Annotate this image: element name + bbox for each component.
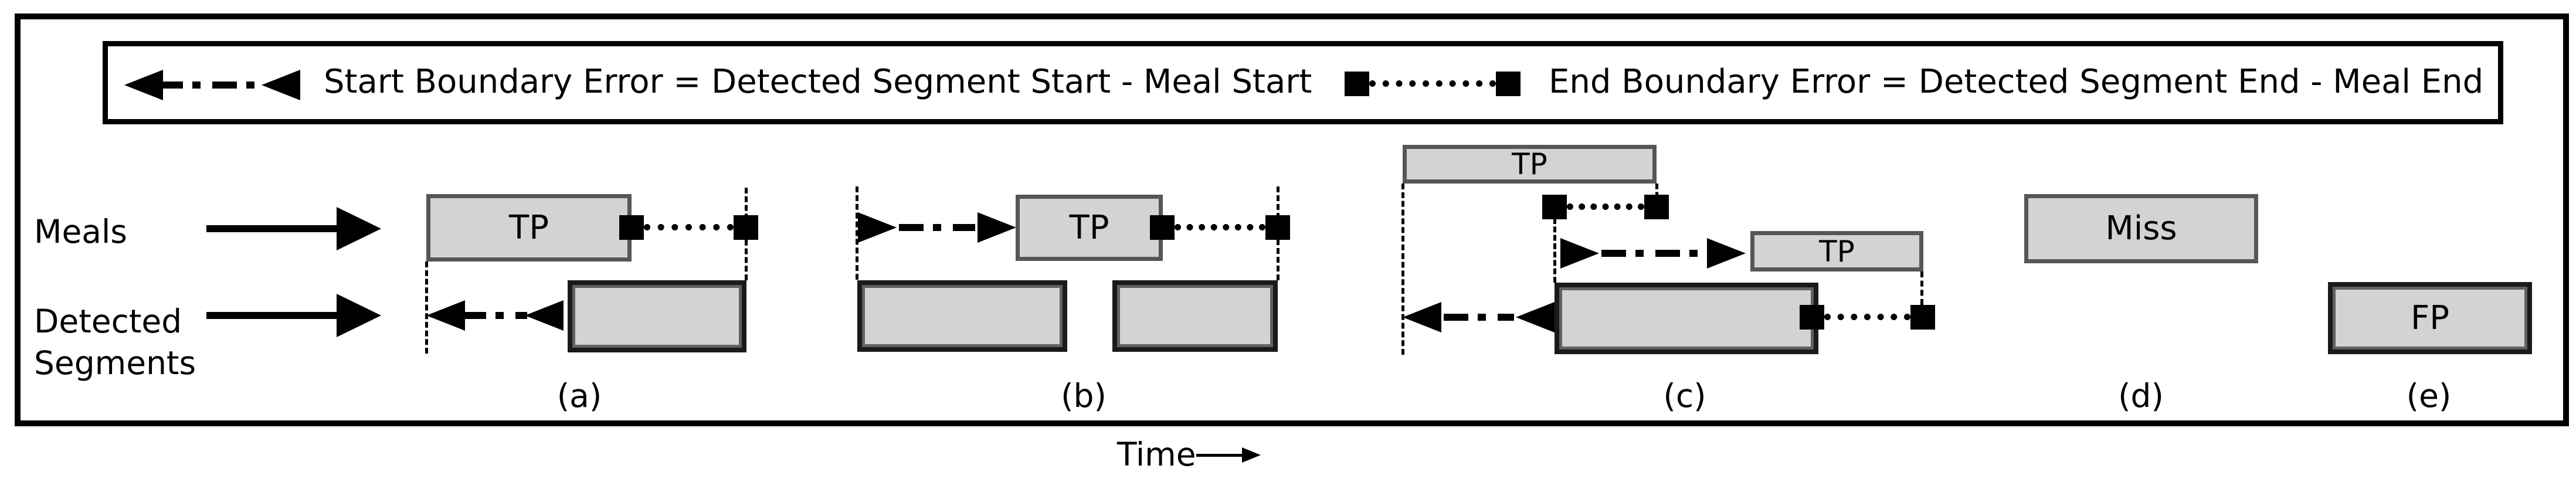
box-label: TP [1819, 234, 1855, 269]
dash-dot-line [461, 312, 527, 319]
arrow-shaft [206, 225, 339, 232]
box-label: FP [2411, 298, 2449, 337]
dash-dot-line [158, 82, 263, 89]
right-arrowhead-icon [337, 294, 381, 337]
start-error-arrow-a [426, 300, 568, 331]
meals-row-label: Meals [34, 213, 127, 250]
box-label: TP [1069, 208, 1109, 247]
square-marker-icon [1542, 195, 1567, 219]
time-axis-arrow-icon [1196, 447, 1262, 463]
detected-segment-box-fp: FP [2328, 282, 2532, 354]
left-arrowhead-icon [426, 300, 465, 331]
dotted-line [1175, 224, 1265, 230]
end-error-connector-b [1150, 215, 1290, 240]
dash-dot-line [899, 224, 975, 231]
meal-end-dashed-line [1920, 271, 1923, 305]
meal-start-dashed-line [1401, 184, 1404, 355]
box-label: Miss [2105, 209, 2177, 247]
square-marker-icon [1496, 72, 1521, 96]
detected-row-arrow-icon [206, 294, 381, 337]
box-label: TP [1512, 147, 1547, 181]
meal-box-tp-a: TP [426, 194, 632, 262]
arrow-shaft [1196, 454, 1243, 457]
scenario-label-b: (b) [1061, 377, 1107, 415]
right-arrowhead-icon [858, 212, 897, 243]
start-boundary-error-icon [124, 70, 300, 100]
scenario-label-d: (d) [2118, 377, 2164, 415]
time-axis-label: Time [1117, 436, 1196, 473]
box-label: TP [509, 208, 549, 247]
dotted-line [644, 224, 734, 230]
start-error-arrow-b [858, 212, 1016, 243]
detected-segment-box-c [1555, 283, 1818, 354]
start-error-arrow-c2 [1560, 238, 1746, 269]
square-marker-icon [734, 215, 758, 240]
meal-box-tp-c2: TP [1750, 231, 1923, 271]
detected-label-line1: Detected [34, 303, 182, 340]
square-marker-icon [1800, 305, 1824, 330]
detected-segment-box-b2 [1112, 280, 1278, 352]
end-error-connector-a [619, 215, 758, 240]
right-arrowhead-icon [1242, 447, 1261, 463]
square-marker-icon [1345, 72, 1369, 96]
meal-box-tp-b: TP [1016, 195, 1163, 261]
square-marker-icon [1150, 215, 1175, 240]
right-arrowhead-icon [978, 212, 1016, 243]
left-arrowhead-icon [1516, 302, 1555, 332]
arrow-shaft [206, 312, 339, 319]
detected-segment-box-a [568, 280, 746, 352]
square-marker-icon [1644, 195, 1669, 219]
end-boundary-error-icon [1345, 71, 1521, 97]
legend-end-label: End Boundary Error = Detected Segment En… [1549, 63, 2484, 101]
square-marker-icon [1265, 215, 1290, 240]
dotted-line [1824, 314, 1910, 320]
left-arrowhead-icon [525, 300, 564, 331]
dotted-line [1369, 80, 1496, 87]
square-marker-icon [619, 215, 644, 240]
scenario-label-e: (e) [2406, 377, 2452, 415]
left-arrowhead-icon [124, 70, 163, 100]
right-arrowhead-icon [1560, 238, 1599, 269]
detected-start-dashed-line [1553, 218, 1556, 283]
detected-start-dashed-line [856, 186, 858, 280]
meal-box-tp-c1: TP [1403, 145, 1657, 184]
detected-segment-box-b1 [857, 280, 1067, 352]
right-arrowhead-icon [1707, 238, 1746, 269]
dash-dot-line [1444, 314, 1514, 321]
scenario-label-a: (a) [556, 377, 602, 415]
legend-box: Start Boundary Error = Detected Segment … [103, 41, 2503, 124]
legend-start-label: Start Boundary Error = Detected Segment … [324, 63, 1312, 101]
meal-box-miss: Miss [2024, 194, 2258, 263]
right-arrowhead-icon [337, 207, 381, 250]
left-arrowhead-icon [262, 70, 300, 100]
scenario-label-c: (c) [1663, 377, 1706, 415]
start-error-arrow-c1 [1403, 302, 1555, 332]
meals-row-arrow-icon [206, 207, 381, 250]
dash-dot-line [1601, 250, 1705, 257]
meal-end-dashed-stub [1655, 184, 1658, 198]
end-error-connector-c1 [1542, 194, 1669, 220]
end-error-connector-c2 [1800, 304, 1935, 330]
left-arrowhead-icon [1403, 302, 1441, 332]
detected-label-line2: Segments [34, 344, 196, 382]
dotted-line [1567, 203, 1644, 210]
square-marker-icon [1910, 305, 1935, 330]
detected-segments-row-label: Detected Segments [34, 301, 196, 384]
